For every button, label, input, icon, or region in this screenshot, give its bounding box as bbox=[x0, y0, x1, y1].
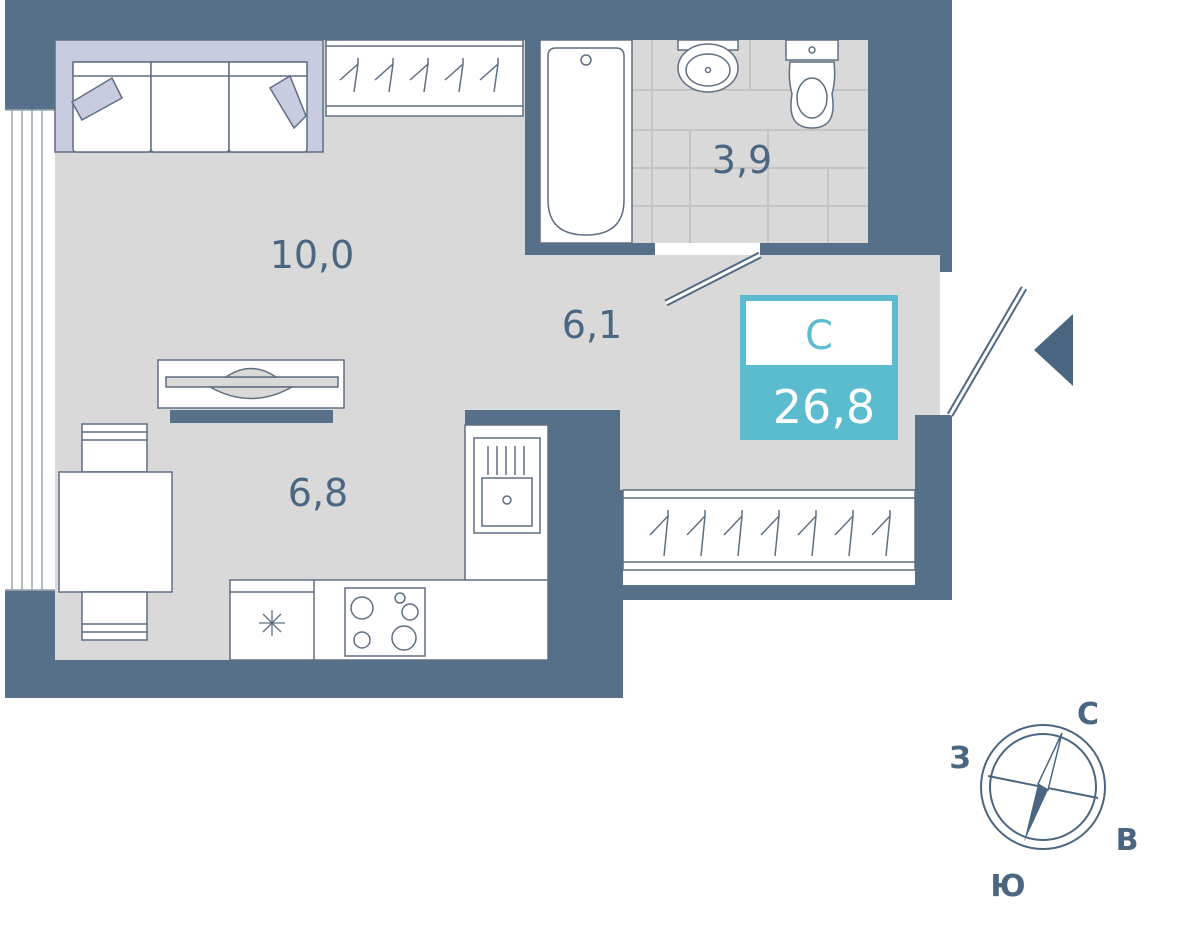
washbasin-icon bbox=[677, 39, 739, 93]
compass-icon bbox=[980, 724, 1106, 850]
apartment-badge: С 26,8 bbox=[740, 295, 898, 440]
kitchen-area-label: 6,8 bbox=[288, 471, 348, 515]
wardrobe-bottom-icon bbox=[622, 489, 916, 571]
compass-south: Ю bbox=[990, 869, 1025, 904]
entrance-door[interactable] bbox=[940, 272, 1028, 417]
window bbox=[5, 109, 55, 591]
wardrobe-top-icon bbox=[325, 39, 524, 117]
dining-table-icon bbox=[58, 423, 173, 641]
toilet-icon bbox=[785, 39, 839, 129]
bathroom-tiles bbox=[632, 40, 868, 243]
compass-north: С bbox=[1077, 697, 1099, 732]
apartment-type: С bbox=[805, 313, 833, 359]
walls bbox=[5, 0, 952, 698]
entrance-arrow-icon bbox=[1034, 314, 1073, 386]
total-area: 26,8 bbox=[773, 380, 875, 434]
hallway-area-label: 6,1 bbox=[562, 303, 622, 347]
tv-stand-icon bbox=[157, 359, 345, 423]
compass-west: З bbox=[949, 741, 970, 776]
sofa-icon bbox=[54, 39, 324, 153]
compass-east: В bbox=[1116, 823, 1139, 858]
living-area-label: 10,0 bbox=[270, 233, 355, 277]
bathtub-icon bbox=[539, 39, 633, 244]
kitchen-counter-icon bbox=[229, 579, 549, 661]
bathroom-door[interactable] bbox=[664, 251, 762, 307]
bathroom-area-label: 3,9 bbox=[712, 138, 772, 182]
